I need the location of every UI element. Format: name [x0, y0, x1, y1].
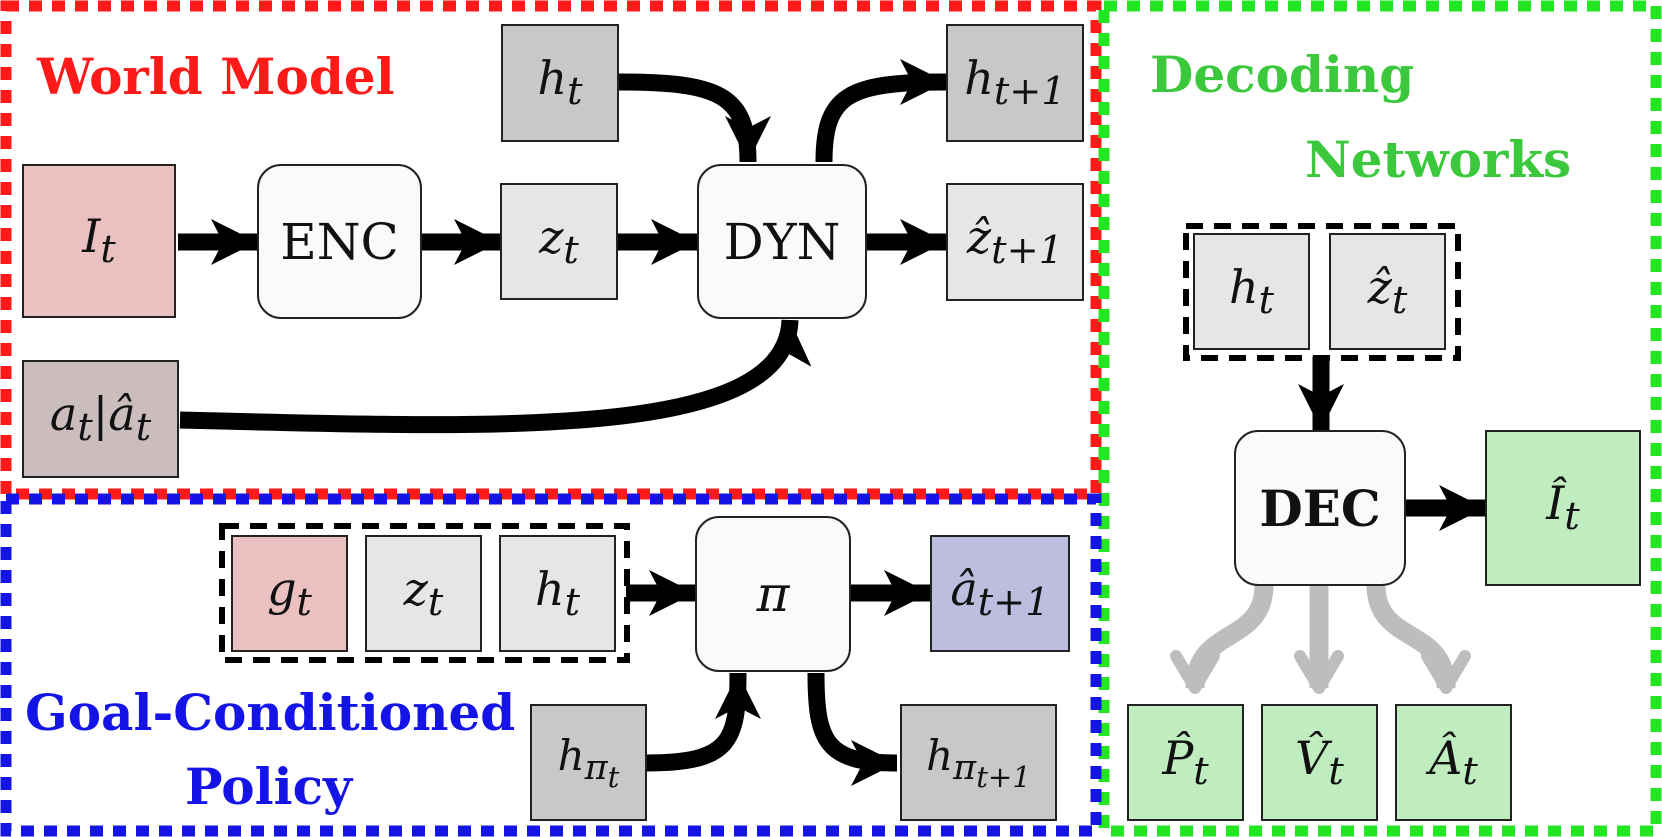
policy-region [0, 493, 1102, 837]
decode-arrows [1170, 584, 1471, 694]
policy-input-h-symbol: h [534, 561, 565, 616]
latent-z-subscript: t [563, 228, 579, 274]
policy-hidden-subsubscript: t [607, 760, 620, 795]
arrow-dec-to-phat [1170, 584, 1274, 694]
next-policy-hidden-subscript: π [953, 748, 977, 789]
decoded-a-subscript: t [1462, 749, 1478, 795]
policy-title-line2: Policy [185, 757, 353, 816]
arrow-action-to-dyn [179, 319, 812, 434]
latent-z-node: zt [500, 183, 618, 300]
action-hat-symbol: â [108, 387, 136, 442]
arrow-pi-to-hpinext [807, 672, 898, 786]
dynamics-label: DYN [723, 212, 841, 271]
decoder-input-h-subscript: t [1258, 278, 1275, 324]
next-policy-hidden-symbol: h [926, 730, 954, 780]
decoding-title-line1: Decoding [1150, 45, 1415, 104]
decoded-p-node: P̂t [1127, 704, 1244, 821]
arrow-h-to-dyn [618, 73, 771, 163]
policy-input-h-node: ht [499, 535, 616, 652]
next-hidden-state-subscript: t+1 [993, 69, 1066, 115]
decoded-v-symbol: V̂ [1295, 730, 1329, 785]
policy-input-z-subscript: t [427, 580, 444, 626]
next-hidden-state-symbol: h [964, 51, 994, 106]
goal-symbol: g [267, 561, 297, 616]
predicted-latent-subscript: t+1 [991, 228, 1064, 274]
reconstructed-image-subscript: t [1564, 494, 1580, 540]
encoder-node: ENC [257, 164, 422, 319]
decoder-label: DEC [1259, 478, 1381, 538]
next-policy-hidden-subsubscript: t+1 [976, 760, 1031, 795]
dynamics-node: DYN [697, 164, 867, 319]
observation-subscript: t [100, 227, 116, 273]
decoded-a-symbol: Â [1429, 730, 1463, 785]
decoding-title-line2: Networks [1305, 130, 1572, 189]
goal-subscript: t [296, 580, 312, 626]
action-hat-subscript: t [135, 405, 152, 451]
world-model-region [0, 0, 1102, 500]
decoder-input-zhat-symbol: ẑ [1367, 259, 1392, 314]
decoding-networks-region [1098, 0, 1662, 837]
policy-hidden-node: hπt [530, 704, 647, 821]
policy-input-z-symbol: z [403, 561, 428, 616]
goal-node: gt [231, 535, 348, 652]
world-model-title: World Model [37, 52, 395, 102]
next-action-symbol: â [950, 561, 978, 616]
encoder-label: ENC [280, 212, 399, 271]
policy-symbol: π [756, 565, 790, 623]
policy-title-line1: Goal-Conditioned [25, 683, 516, 742]
decoded-v-node: V̂t [1261, 704, 1378, 821]
next-hidden-state-node: ht+1 [946, 24, 1084, 142]
decoded-a-node: Ât [1395, 704, 1512, 821]
policy-hidden-symbol: h [557, 730, 585, 780]
observation-symbol: I [82, 209, 101, 264]
hidden-state-node: ht [501, 24, 619, 142]
decoder-input-zhat-subscript: t [1391, 278, 1408, 324]
decoded-v-subscript: t [1328, 749, 1344, 795]
next-action-node: ât+1 [930, 535, 1070, 652]
action-node: at|ât [22, 360, 179, 478]
decoder-node: DEC [1234, 430, 1406, 586]
policy-input-h-subscript: t [564, 580, 581, 626]
decoded-p-symbol: P̂ [1162, 730, 1194, 785]
decoded-p-subscript: t [1193, 749, 1209, 795]
hidden-state-subscript: t [567, 69, 583, 115]
policy-input-group [219, 523, 630, 663]
predicted-latent-symbol: ẑ [966, 210, 992, 265]
decoder-input-h-node: ht [1193, 233, 1310, 350]
action-symbol: a [49, 387, 78, 442]
decoder-input-h-symbol: h [1228, 259, 1259, 314]
world-model-title-word1: World [37, 47, 203, 106]
decoder-input-zhat-node: ẑt [1329, 233, 1446, 350]
next-policy-hidden-node: hπt+1 [900, 704, 1057, 821]
next-action-subscript: t+1 [977, 580, 1050, 626]
policy-input-z-node: zt [365, 535, 482, 652]
world-model-title-word2: Model [220, 47, 395, 106]
reconstructed-image-node: Ît [1485, 430, 1641, 586]
arrow-dyn-to-hnext [815, 59, 947, 163]
policy-node: π [695, 516, 851, 672]
reconstructed-image-symbol: Î [1546, 476, 1565, 531]
arrow-dec-to-ahat [1366, 584, 1471, 694]
arrows [178, 59, 1485, 786]
action-separator: | [92, 387, 109, 442]
hidden-state-symbol: h [537, 51, 568, 106]
predicted-latent-node: ẑt+1 [946, 183, 1084, 301]
action-subscript: t [77, 405, 93, 451]
arrow-hpi-to-pi [645, 672, 761, 772]
latent-z-symbol: z [539, 209, 564, 264]
policy-hidden-subscript: π [584, 748, 608, 789]
observation-node: It [22, 164, 176, 318]
